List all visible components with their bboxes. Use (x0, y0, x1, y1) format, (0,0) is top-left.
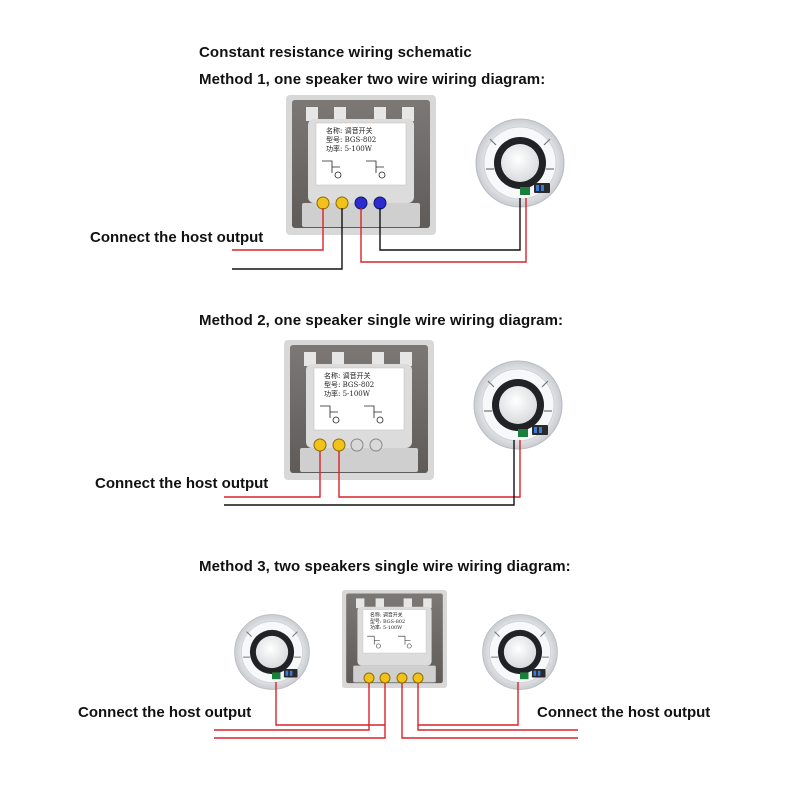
method3-host-label-left: Connect the host output (78, 704, 252, 721)
method1-host-label: Connect the host output (90, 229, 264, 246)
method3-terminals (363, 672, 424, 684)
method3-switch-module (341, 589, 448, 689)
method2-terminals (313, 438, 383, 452)
method3-heading: Method 3, two speakers single wire wirin… (199, 558, 571, 575)
method3-wires (214, 682, 578, 739)
method1-speaker (475, 118, 565, 208)
method1-wires (232, 198, 527, 270)
method1-terminals (316, 196, 387, 210)
method2-switch-module (283, 339, 435, 481)
method3-speaker-right (482, 614, 558, 690)
page-title: Constant resistance wiring schematic (199, 44, 472, 61)
method1-group (232, 94, 565, 270)
method2-heading: Method 2, one speaker single wire wiring… (199, 312, 564, 329)
method2-group (224, 339, 563, 506)
method2-host-label: Connect the host output (95, 475, 269, 492)
method3-host-label-right: Connect the host output (537, 704, 711, 721)
method2-wires (224, 440, 521, 506)
method2-speaker (473, 360, 563, 450)
method1-heading: Method 1, one speaker two wire wiring di… (199, 71, 546, 88)
method3-group (214, 589, 578, 739)
method3-speaker-left (234, 614, 310, 690)
